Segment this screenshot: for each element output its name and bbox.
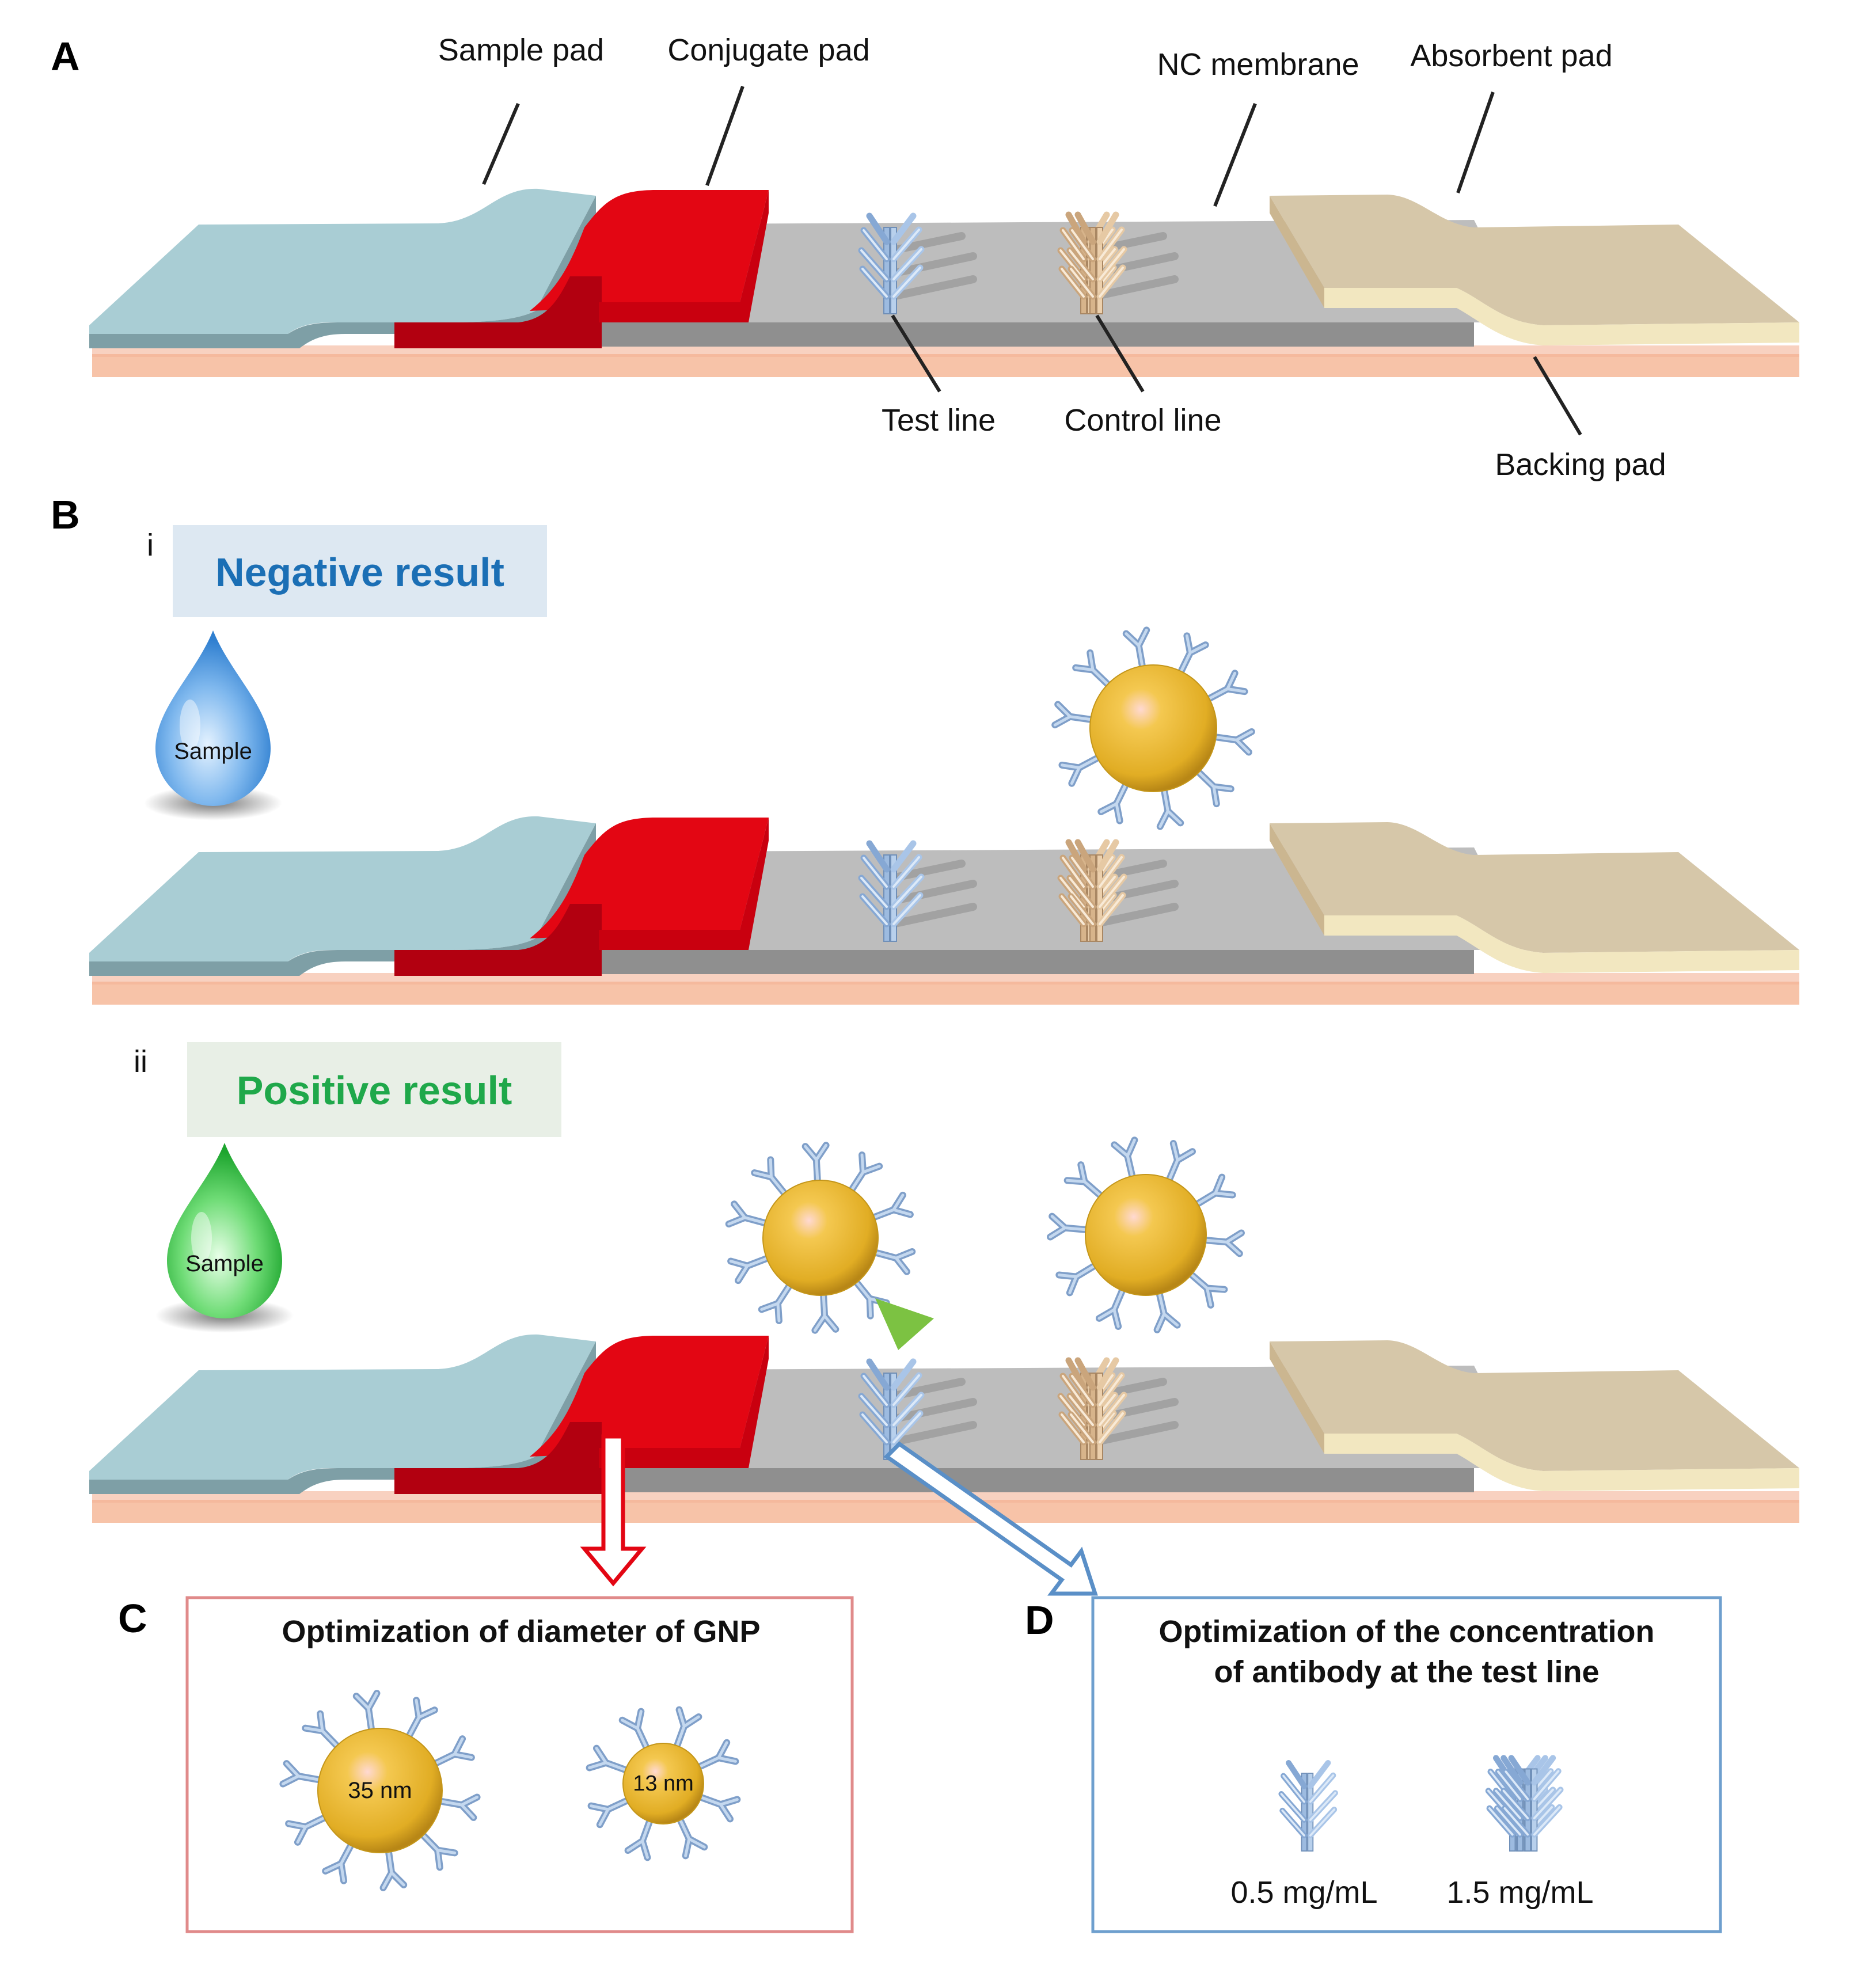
label-control-line: Control line	[1064, 403, 1221, 438]
arrow-to-panel-d	[883, 1441, 1098, 1596]
strip-a	[89, 188, 1799, 377]
negative-title: Negative result	[215, 550, 504, 595]
label-sample-pad: Sample pad	[438, 33, 604, 67]
backing-pad	[92, 1500, 1799, 1523]
label-test-line: Test line	[882, 403, 996, 438]
antibody-y	[432, 1739, 472, 1772]
negative-numeral: i	[147, 528, 154, 562]
panel-d-title-line2: of antibody at the test line	[1214, 1655, 1599, 1689]
analyte-triangle	[875, 1298, 934, 1350]
antibody-y	[806, 1145, 828, 1180]
leader-conjugate-pad	[705, 85, 744, 187]
antibody-y	[731, 1249, 769, 1280]
panel-a-letter: A	[51, 34, 80, 79]
antibody-y	[875, 1243, 912, 1272]
panel-b-letter: B	[51, 492, 80, 537]
gnp-35nm	[283, 1693, 477, 1888]
antibody-y	[1172, 636, 1206, 675]
antibody-y	[591, 1792, 630, 1824]
leader-control-line	[1095, 314, 1145, 393]
label-nc-membrane: NC membrane	[1157, 47, 1359, 82]
antibody-y	[283, 1763, 319, 1790]
gold-nanoparticle-negative	[1055, 630, 1252, 826]
antibody-y	[1150, 1293, 1177, 1330]
gold-nanoparticle-control-line	[1050, 1140, 1241, 1330]
panel-d-title-line1: Optimization of the concentration	[1159, 1614, 1655, 1649]
sample-pad	[89, 816, 596, 961]
leader-sample-pad	[482, 102, 520, 185]
absorbent-pad	[1270, 822, 1799, 953]
drop-label-positive: Sample	[185, 1251, 264, 1276]
panel-c-title: Optimization of diameter of GNP	[282, 1614, 760, 1649]
backing-pad	[92, 354, 1799, 377]
antibody-y	[288, 1809, 328, 1842]
antibody-y	[1050, 1217, 1085, 1240]
backing-pad	[92, 982, 1799, 1005]
antibody-y	[356, 1693, 382, 1729]
positive-title: Positive result	[237, 1068, 512, 1113]
panel-c-box	[185, 1596, 854, 1933]
gnp-35nm-label: 35 nm	[348, 1778, 412, 1803]
gold-core	[317, 1728, 443, 1853]
gold-core	[1085, 1174, 1207, 1296]
gnp-13nm	[590, 1710, 738, 1858]
antibody-y	[628, 1819, 659, 1858]
leader-test-line	[891, 314, 941, 393]
positive-numeral: ii	[134, 1044, 147, 1079]
antibody-y	[697, 1743, 736, 1776]
gnp-13nm-label: 13 nm	[633, 1772, 694, 1796]
gold-core	[1089, 664, 1217, 792]
antibody-y	[813, 1296, 835, 1331]
label-backing-pad: Backing pad	[1495, 447, 1666, 482]
arrow-to-panel-c	[580, 1434, 647, 1587]
sample-pad	[89, 188, 596, 334]
absorbent-pad	[1270, 195, 1799, 325]
panel-d-letter: D	[1025, 1598, 1054, 1643]
strip-negative	[89, 816, 1799, 1005]
concentration-high-label: 1.5 mg/mL	[1446, 1875, 1593, 1910]
panel-d-box	[1091, 1596, 1722, 1933]
antibody-y	[1160, 1143, 1192, 1182]
antibody-y	[668, 1710, 699, 1748]
drop-label-negative: Sample	[174, 739, 252, 764]
antibody-y	[590, 1748, 628, 1780]
antibody-high-concentration	[1488, 1758, 1560, 1852]
antibody-y	[1099, 1287, 1131, 1326]
antibody-y	[699, 1788, 738, 1819]
antibody-y	[440, 1791, 477, 1818]
concentration-low-label: 0.5 mg/mL	[1230, 1875, 1377, 1910]
gold-core	[622, 1743, 704, 1824]
gold-nanoparticle-test-line	[729, 1145, 912, 1330]
antibody-y	[622, 1712, 655, 1751]
sample-droplet-negative: Sample	[144, 630, 282, 820]
panel-c-letter: C	[118, 1596, 147, 1641]
antibody-y	[1206, 1230, 1241, 1253]
antibody-low-concentration	[1281, 1763, 1335, 1851]
negative-title-box	[173, 525, 547, 617]
absorbent-pad	[1270, 1340, 1799, 1471]
leader-absorbent-pad	[1456, 92, 1495, 193]
sample-pad	[89, 1334, 596, 1480]
label-conjugate-pad: Conjugate pad	[667, 33, 869, 67]
gold-core	[762, 1180, 879, 1296]
antibody-y	[1114, 1140, 1142, 1177]
antibody-y	[1055, 705, 1091, 730]
antibody-y	[872, 1195, 910, 1226]
antibody-y	[1154, 790, 1181, 826]
leader-backing-pad	[1533, 356, 1582, 436]
antibody-y	[1101, 782, 1134, 821]
antibody-y	[1126, 630, 1153, 666]
strip-positive	[89, 1334, 1799, 1523]
leader-nc-membrane	[1213, 102, 1257, 207]
label-absorbent-pad: Absorbent pad	[1410, 39, 1612, 73]
antibody-y	[378, 1852, 404, 1887]
positive-title-box	[187, 1042, 561, 1137]
sample-droplet-positive: Sample	[155, 1143, 294, 1333]
antibody-y	[729, 1204, 766, 1233]
antibody-y	[1215, 727, 1251, 752]
antibody-y	[671, 1817, 704, 1856]
